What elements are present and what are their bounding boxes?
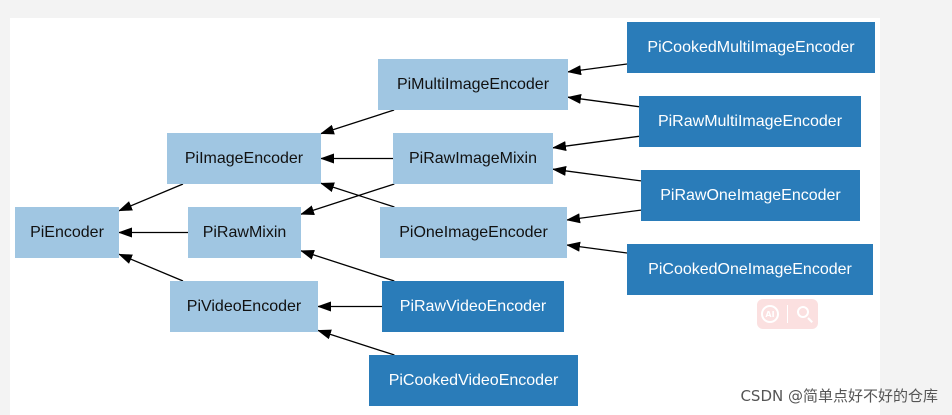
edge-PiVideoEncoder-to-PiEncoder — [118, 253, 184, 282]
edge-PiOneImageEncoder-to-PiImageEncoder — [320, 182, 395, 208]
tool-divider — [787, 305, 788, 323]
node-pi-encoder: PiEncoder — [15, 207, 119, 258]
node-pi-multi-image-encoder: PiMultiImageEncoder — [378, 59, 568, 110]
watermark: CSDN @简单点好不好的仓库 — [740, 387, 938, 405]
node-label: PiOneImageEncoder — [399, 223, 548, 241]
edge-PiRawImageMixin-to-PiRawMixin — [300, 183, 395, 215]
edge-PiRawOneImageEncoder-to-PiRawImageMixin — [552, 165, 642, 182]
image-tools-overlay: AI — [757, 299, 818, 329]
edge-PiCookedMultiImageEncoder-to-PiMultiImageEncoder — [567, 63, 628, 76]
edge-PiRawMultiImageEncoder-to-PiRawImageMixin — [552, 135, 640, 152]
node-label: PiCookedMultiImageEncoder — [647, 38, 855, 56]
node-pi-raw-video-encoder: PiRawVideoEncoder — [382, 281, 564, 332]
edge-PiRawOneImageEncoder-to-PiOneImageEncoder — [566, 209, 642, 224]
edge-PiImageEncoder-to-PiEncoder — [118, 183, 184, 212]
node-pi-cooked-video-encoder: PiCookedVideoEncoder — [369, 355, 578, 406]
node-label: PiVideoEncoder — [186, 297, 302, 315]
magnifier-icon[interactable] — [796, 305, 814, 323]
node-pi-raw-one-image-encoder: PiRawOneImageEncoder — [641, 170, 860, 221]
edge-PiRawMultiImageEncoder-to-PiMultiImageEncoder — [567, 93, 640, 108]
node-pi-raw-multi-image-encoder: PiRawMultiImageEncoder — [639, 96, 861, 147]
node-pi-raw-image-mixin: PiRawImageMixin — [393, 133, 553, 184]
node-label: PiRawVideoEncoder — [399, 297, 547, 315]
edge-PiRawVideoEncoder-to-PiRawMixin — [300, 250, 395, 282]
node-label: PiImageEncoder — [184, 149, 304, 167]
node-label: PiRawImageMixin — [408, 149, 538, 167]
node-label: PiEncoder — [30, 223, 104, 241]
ai-icon[interactable]: AI — [761, 305, 779, 323]
edge-PiCookedVideoEncoder-to-PiVideoEncoder — [317, 329, 395, 356]
node-label: PiMultiImageEncoder — [396, 75, 550, 93]
node-pi-raw-mixin: PiRawMixin — [188, 207, 301, 258]
node-label: PiRawMixin — [202, 223, 287, 241]
node-label: PiRawMultiImageEncoder — [657, 112, 843, 130]
node-label: PiRawOneImageEncoder — [660, 186, 841, 204]
edge-PiMultiImageEncoder-to-PiImageEncoder — [320, 109, 395, 135]
edge-PiCookedOneImageEncoder-to-PiOneImageEncoder — [566, 241, 628, 254]
node-pi-one-image-encoder: PiOneImageEncoder — [380, 207, 567, 258]
ai-button-label: AI — [765, 309, 775, 319]
node-label: PiCookedVideoEncoder — [388, 371, 559, 389]
node-pi-cooked-multi-image-encoder: PiCookedMultiImageEncoder — [627, 22, 875, 73]
node-pi-image-encoder: PiImageEncoder — [167, 133, 321, 184]
node-pi-cooked-one-image-encoder: PiCookedOneImageEncoder — [627, 244, 873, 295]
node-label: PiCookedOneImageEncoder — [648, 260, 852, 278]
node-pi-video-encoder: PiVideoEncoder — [170, 281, 318, 332]
